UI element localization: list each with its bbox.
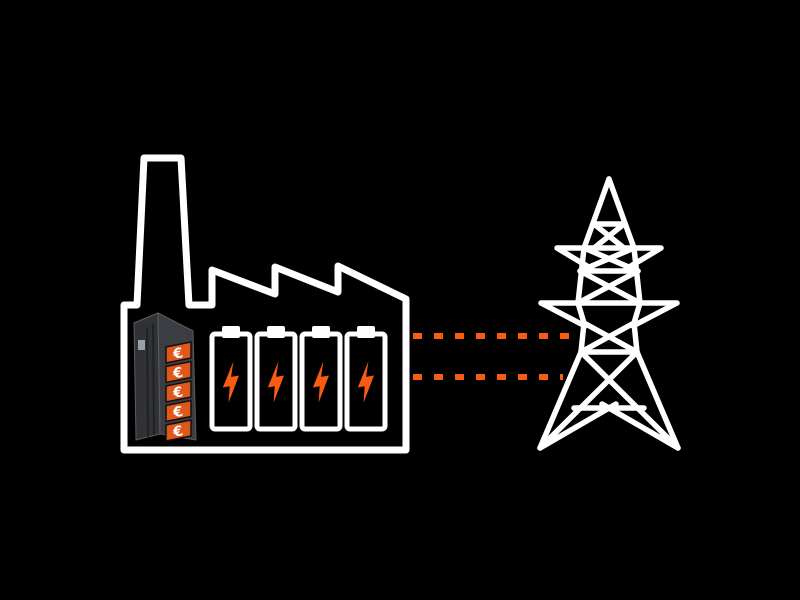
lightning-bolt-icon bbox=[312, 361, 329, 403]
battery-body bbox=[254, 331, 298, 432]
transmission-tower-icon bbox=[537, 176, 681, 451]
euro-symbol-icon: € bbox=[171, 345, 185, 363]
battery-body bbox=[299, 331, 343, 432]
battery-icon bbox=[344, 326, 388, 432]
euro-symbol-icon: € bbox=[171, 404, 185, 422]
tower-x-braces bbox=[575, 221, 643, 355]
cabinet-module: € bbox=[165, 341, 192, 364]
euro-symbol-icon: € bbox=[171, 384, 185, 402]
cabinet-label bbox=[138, 340, 145, 350]
battery-icon bbox=[254, 326, 298, 432]
cabinet-modules: € € € € € bbox=[165, 341, 192, 442]
cabinet-module: € bbox=[165, 360, 192, 384]
cabinet-door-seam bbox=[152, 323, 155, 436]
cabinet-module: € bbox=[165, 419, 192, 442]
battery-icon bbox=[209, 326, 253, 432]
lightning-bolt-icon bbox=[357, 361, 374, 403]
tower-leg-braces bbox=[537, 349, 681, 451]
battery-body bbox=[209, 331, 253, 432]
battery-icon bbox=[299, 326, 343, 432]
factory-icon bbox=[120, 154, 410, 454]
cabinet-module: € bbox=[165, 380, 192, 403]
battery-cabinet-icon: € € € € € bbox=[132, 312, 197, 442]
tower-left-chord bbox=[537, 176, 612, 451]
tower-horizontal-braces bbox=[571, 221, 647, 411]
lightning-bolt-icon bbox=[222, 361, 239, 403]
lightning-bolt-icon bbox=[267, 361, 284, 403]
tower-crossarm-lower bbox=[538, 300, 680, 329]
cabinet-door-seam bbox=[146, 326, 149, 438]
euro-symbol-icon: € bbox=[171, 423, 185, 441]
battery-body bbox=[344, 331, 388, 432]
euro-symbol-icon: € bbox=[171, 365, 185, 383]
tower-right-chord bbox=[606, 176, 681, 451]
battery-row bbox=[209, 326, 388, 432]
power-lines bbox=[413, 333, 577, 380]
factory-outline bbox=[120, 154, 410, 454]
cabinet-module: € bbox=[165, 399, 192, 423]
